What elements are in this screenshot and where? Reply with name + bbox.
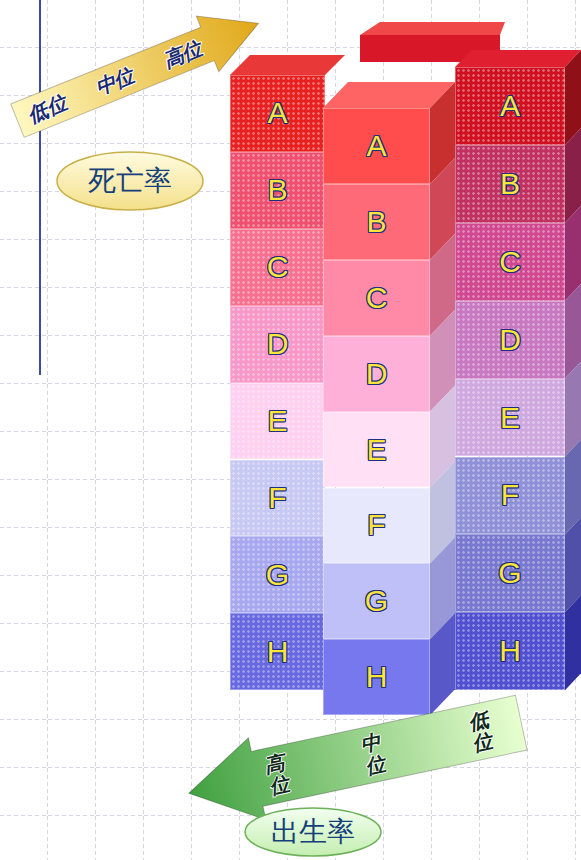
cube-face: D	[323, 336, 430, 412]
cube-letter: G	[266, 558, 289, 592]
cube-face: H	[230, 613, 325, 690]
cube-letter: E	[267, 404, 287, 438]
cube-face: A	[455, 67, 565, 145]
cube-letter: B	[500, 167, 520, 201]
cube-letter: F	[268, 481, 286, 515]
back-cube-top	[360, 22, 505, 35]
cube-face: F	[455, 457, 565, 535]
cube-letter: F	[367, 508, 385, 542]
cube-side	[430, 613, 455, 715]
arrow-body	[180, 682, 530, 835]
cube-letter: D	[267, 327, 289, 361]
cube-letter: H	[267, 635, 289, 669]
cube-face: G	[230, 536, 325, 613]
cube-face: A	[323, 108, 430, 184]
cube-letter: E	[500, 401, 520, 435]
cube-letter: G	[365, 584, 388, 618]
cube-letter: H	[499, 634, 521, 668]
right-column-top	[455, 50, 581, 67]
cube-face: E	[230, 383, 325, 460]
cube-face: C	[323, 260, 430, 336]
cube-face: D	[230, 306, 325, 383]
cube-face: C	[230, 229, 325, 306]
cube-letter: E	[366, 433, 386, 467]
cube-face: B	[323, 184, 430, 260]
oval-outline	[245, 808, 381, 856]
cube-letter: F	[501, 478, 519, 512]
rate-oval: 出生率	[243, 806, 383, 858]
cube-letter: G	[498, 556, 521, 590]
cube-face: H	[455, 612, 565, 690]
cube-letter: A	[500, 89, 520, 123]
cube-face: E	[455, 379, 565, 457]
cube-face: G	[455, 534, 565, 612]
margin-line	[39, 0, 41, 375]
cube-face: B	[455, 145, 565, 223]
cube-letter: D	[499, 323, 521, 357]
rate-oval: 死亡率	[55, 150, 205, 212]
cube-side	[565, 595, 581, 690]
cube-face: E	[323, 412, 430, 488]
cube-letter: H	[366, 660, 388, 694]
cube-face: C	[455, 223, 565, 301]
cube-face: F	[323, 488, 430, 564]
oval-outline	[57, 152, 203, 210]
middle-column-side	[430, 82, 455, 715]
cube-face: F	[230, 460, 325, 537]
rate-label: 死亡率	[88, 162, 172, 200]
left-column-top	[230, 55, 345, 75]
cube-face: H	[323, 639, 430, 715]
cube-letter: A	[366, 129, 386, 163]
cube-letter: C	[267, 250, 289, 284]
cube-letter: D	[366, 357, 388, 391]
cube-letter: B	[267, 173, 287, 207]
cube-face: G	[323, 563, 430, 639]
cube-face: B	[230, 152, 325, 229]
cube-letter: C	[366, 281, 388, 315]
cube-letter: B	[366, 205, 386, 239]
cube-letter: A	[267, 96, 287, 130]
right-column-side	[565, 50, 581, 690]
cube-letter: C	[499, 245, 521, 279]
cube-face: A	[230, 75, 325, 152]
cube-face: D	[455, 301, 565, 379]
rate-label: 出生率	[271, 813, 355, 851]
